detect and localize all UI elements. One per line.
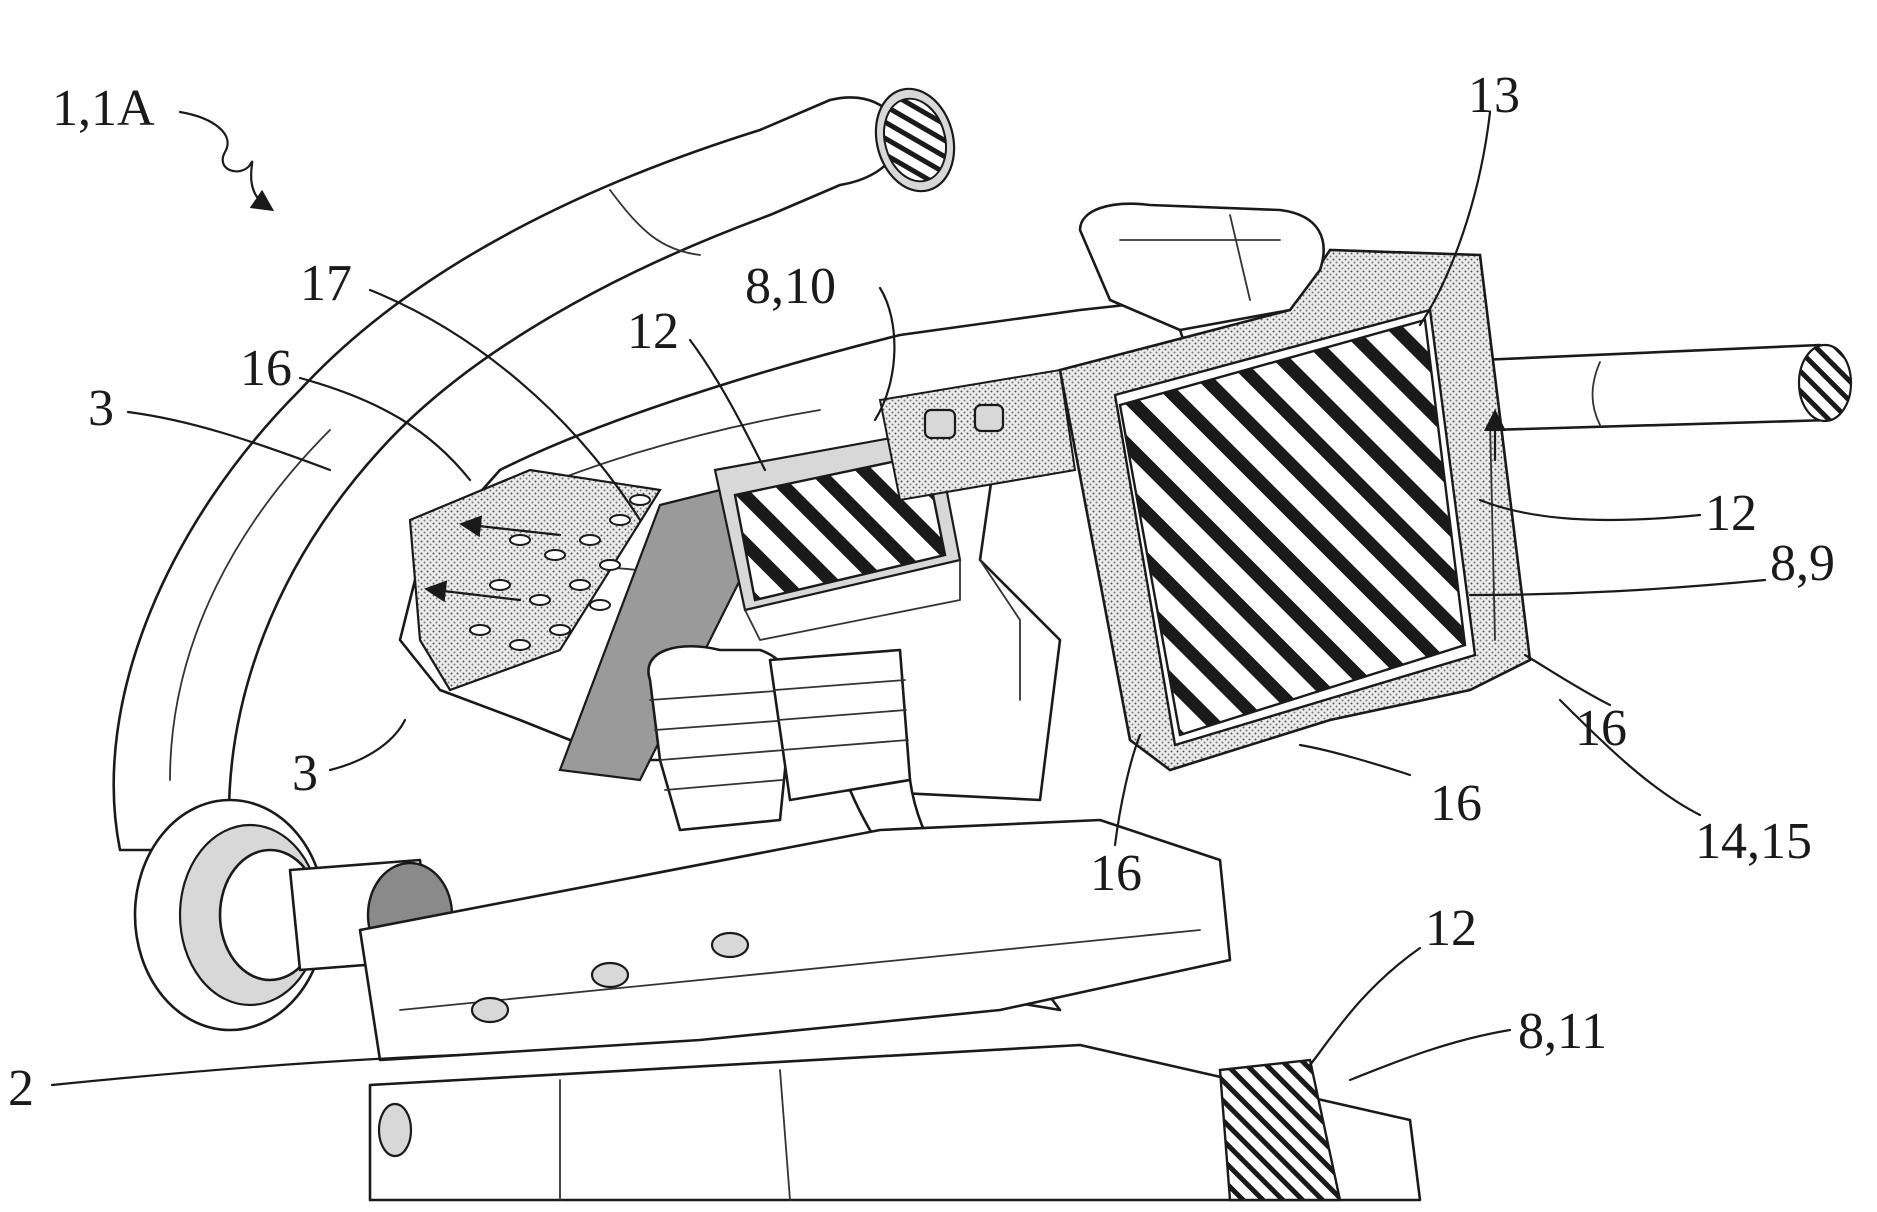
label-16-left: 16	[240, 340, 292, 397]
label-16-right: 16	[1575, 700, 1627, 757]
unit-8-11	[370, 1045, 1420, 1200]
label-16-bottom: 16	[1430, 775, 1482, 832]
assembly-arrow	[180, 112, 265, 205]
label-3-inner: 3	[292, 745, 318, 802]
label-8-9: 8,9	[1770, 535, 1835, 592]
axle-rod-right	[1480, 345, 1851, 430]
label-3-left: 3	[88, 380, 114, 437]
label-16-center: 16	[1090, 845, 1142, 902]
label-12-bottom: 12	[1425, 900, 1477, 957]
label-12-top: 12	[627, 303, 679, 360]
label-2: 2	[8, 1060, 34, 1117]
label-12-right: 12	[1705, 485, 1757, 542]
label-1-1A: 1,1A	[52, 80, 155, 137]
label-8-11: 8,11	[1518, 1003, 1607, 1060]
label-8-10: 8,10	[745, 258, 836, 315]
label-14-15: 14,15	[1695, 813, 1812, 870]
label-13: 13	[1468, 67, 1520, 124]
label-17: 17	[300, 255, 352, 312]
